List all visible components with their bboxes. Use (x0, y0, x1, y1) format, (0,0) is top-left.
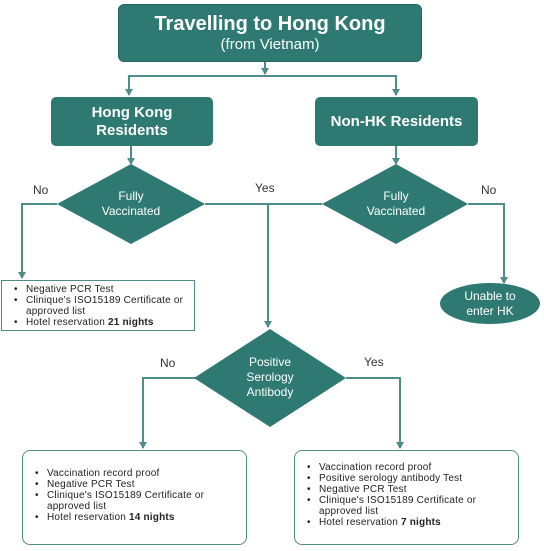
serology-diamond (194, 329, 346, 427)
requirement-text: Negative PCR Test (47, 479, 135, 490)
requirement-item: Hotel reservation 21 nights (14, 317, 194, 328)
requirement-item: Negative PCR Test (14, 284, 194, 295)
connector-serology-no (139, 377, 196, 449)
serology-label: Positive Serology Antibody (246, 355, 294, 399)
requirement-item: Hotel reservation 14 nights (35, 512, 234, 523)
requirement-duration: 7 nights (400, 517, 441, 528)
nonhk-vaccinated-label: Fully Vaccinated (366, 189, 426, 218)
requirement-text: Vaccination record proof (319, 462, 432, 473)
requirement-text: Clinique's ISO15189 Certificate or appro… (26, 295, 184, 317)
non-hk-residents-label: Non-HK Residents (330, 113, 463, 130)
requirement-text: Negative PCR Test (26, 284, 114, 295)
requirement-text: Clinique's ISO15189 Certificate or appro… (47, 490, 205, 512)
no-antibody-requirements-box: Vaccination record proofNegative PCR Tes… (22, 450, 247, 545)
hk-no-label: No (33, 183, 49, 197)
non-hk-residents-box: Non-HK Residents (315, 97, 478, 146)
serology-no-label: No (160, 356, 176, 370)
requirement-text: Hotel reservation (26, 317, 108, 328)
connector-hk-no (18, 203, 57, 279)
nonhk-vaccinated-diamond (322, 164, 468, 244)
title-box: Travelling to Hong Kong (from Vietnam) (118, 4, 422, 62)
title-sub: (from Vietnam) (220, 36, 320, 53)
connector-nonhk-no (468, 203, 508, 284)
requirement-item: Vaccination record proof (307, 462, 506, 473)
hk-residents-box: Hong Kong Residents (51, 97, 213, 146)
requirement-item: Vaccination record proof (35, 468, 234, 479)
requirement-text: Positive serology antibody Test (319, 473, 463, 484)
hk-vaccinated-label: Fully Vaccinated (101, 189, 161, 218)
requirement-text: Hotel reservation (47, 512, 129, 523)
requirement-item: Negative PCR Test (35, 479, 234, 490)
requirement-item: Clinique's ISO15189 Certificate or appro… (35, 490, 234, 512)
requirement-text: Negative PCR Test (319, 484, 407, 495)
requirement-item: Negative PCR Test (307, 484, 506, 495)
connector-serology-yes (346, 377, 404, 449)
requirement-item: Clinique's ISO15189 Certificate or appro… (307, 495, 506, 517)
hk-vaccinated-diamond (57, 164, 205, 244)
requirements-list: Negative PCR TestClinique's ISO15189 Cer… (2, 284, 194, 328)
with-antibody-requirements-box: Vaccination record proofPositive serolog… (294, 450, 519, 545)
hk-yes-label: Yes (255, 181, 275, 195)
requirement-duration: 21 nights (107, 317, 154, 328)
requirement-duration: 14 nights (128, 512, 175, 523)
hk-residents-label: Hong Kong Residents (91, 103, 173, 139)
unable-to-enter-label: Unable to enter HK (464, 288, 516, 318)
requirement-text: Vaccination record proof (47, 468, 160, 479)
connector-to-hk (125, 75, 265, 96)
requirement-text: Hotel reservation (319, 517, 401, 528)
unable-to-enter-node: Unable to enter HK (440, 283, 540, 324)
serology-yes-label: Yes (364, 355, 384, 369)
requirement-item: Hotel reservation 7 nights (307, 517, 506, 528)
requirement-text: Clinique's ISO15189 Certificate or appro… (319, 495, 477, 517)
requirements-list: Vaccination record proofPositive serolog… (295, 462, 506, 528)
connector-to-nonhk (265, 75, 400, 96)
title-main: Travelling to Hong Kong (154, 13, 386, 35)
requirement-item: Positive serology antibody Test (307, 473, 506, 484)
unvaccinated-requirements-box: Negative PCR TestClinique's ISO15189 Cer… (1, 280, 195, 331)
requirement-item: Clinique's ISO15189 Certificate or appro… (14, 295, 194, 317)
requirements-list: Vaccination record proofNegative PCR Tes… (23, 468, 234, 523)
nonhk-no-label: No (481, 183, 497, 197)
